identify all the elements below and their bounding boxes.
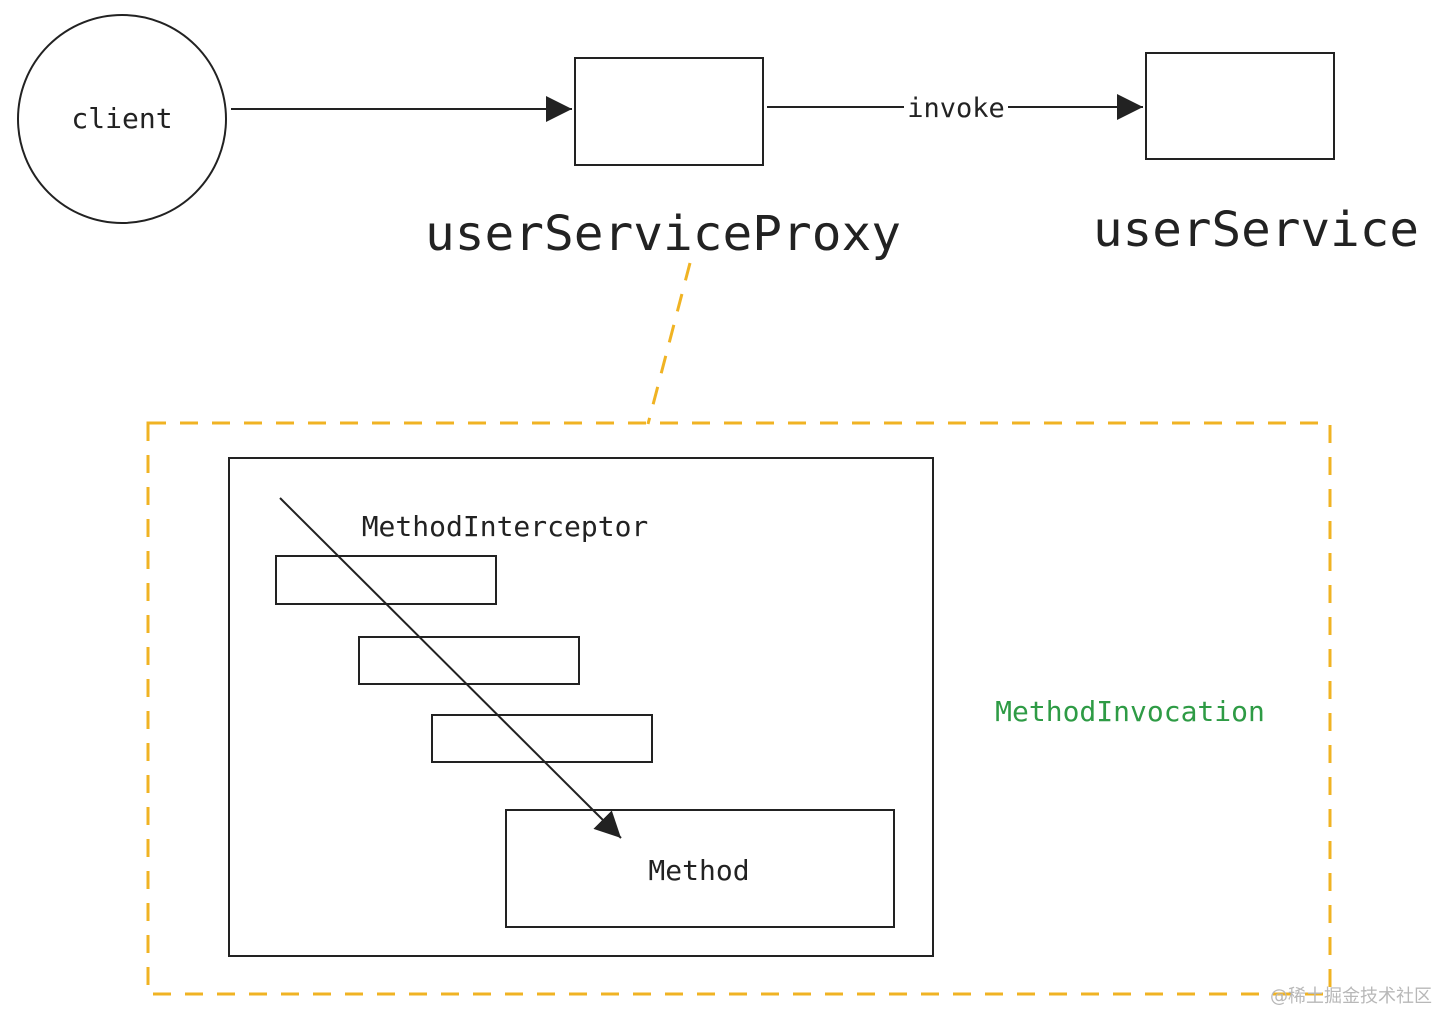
interceptor-chain-arrow — [279, 497, 622, 839]
invoke-label-bg — [904, 92, 1008, 122]
method-invocation-label: MethodInvocation — [995, 695, 1265, 728]
invoke-edge-label: invoke — [907, 93, 1005, 124]
method-label: Method — [648, 854, 749, 887]
method-interceptor-group — [228, 457, 934, 957]
proxy-detail-connector — [646, 262, 692, 425]
interceptor-box-1 — [275, 555, 497, 605]
client-label: client — [71, 102, 172, 135]
service-label: userService — [1093, 202, 1419, 258]
proxy-label: userServiceProxy — [425, 206, 901, 262]
interceptor-box-3 — [431, 714, 653, 763]
interceptor-box-2 — [358, 636, 580, 685]
method-node — [505, 809, 895, 928]
proxy-node — [574, 57, 764, 166]
watermark-text: @稀土掘金技术社区 — [1270, 986, 1432, 1007]
client-node — [17, 14, 227, 224]
method-interceptor-label: MethodInterceptor — [362, 510, 649, 543]
method-invocation-container — [146, 421, 1332, 996]
service-node — [1145, 52, 1335, 160]
